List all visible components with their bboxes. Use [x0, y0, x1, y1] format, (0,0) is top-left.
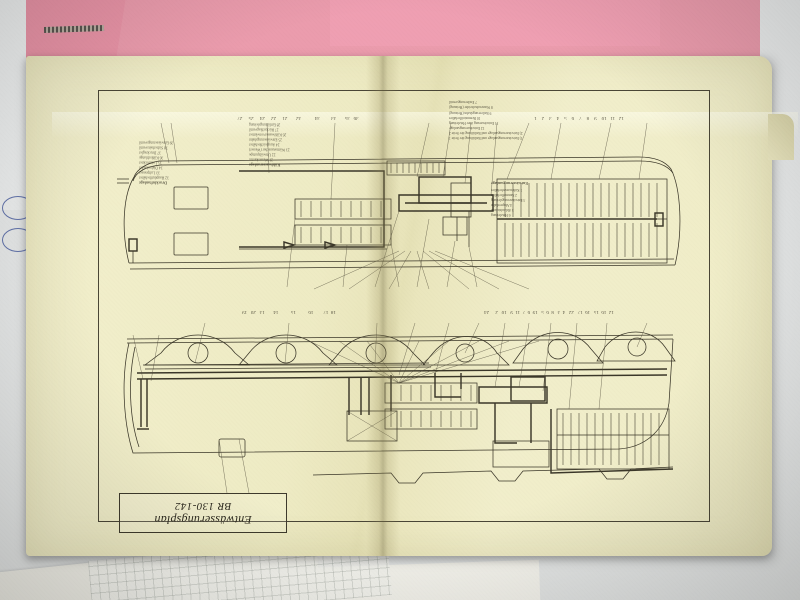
legend-right-heading: Entwässerungsanlage — [491, 181, 528, 187]
legend-right-item: 9 Entleerungshahn (Heizung) — [449, 110, 492, 115]
lower-underframe-view — [123, 250, 676, 494]
drawing-subtitle: BR 130-142 — [174, 500, 232, 513]
cooler-block-lower — [384, 382, 478, 430]
page-corner-fold — [768, 114, 794, 160]
finned-cooler-lower — [550, 408, 674, 474]
legend-entwaesserungsanlage: 1) Entwässerungsanlage und Entlüftung de… — [449, 99, 523, 140]
legend-right-item: 4 Absperrhahn — [491, 203, 513, 208]
legend-mid-item: 21 Wasserkasten — [249, 157, 273, 162]
document-page: 36 35 33 34 32 21 22 24 25 27 12 — [26, 56, 798, 556]
legend-right-item: 2 Sammelbehälter — [491, 192, 518, 197]
legend-mid-item: 22 Umwälzpumpe — [249, 152, 276, 157]
legend-mid-item: 28 Entlüftungsleitung — [249, 122, 281, 127]
callout-row-lower-right: 12 16 15 16 17 22 4 3 8 6 5 19 6 7 11 — [484, 309, 614, 314]
upper-elevation-view — [117, 122, 681, 288]
legend-kuehlwasseranlage: Kühlwasseranlage 21 Wasserkasten 22 Umwä… — [249, 121, 290, 167]
legend-left-item: 34 Ölabscheider — [139, 165, 163, 170]
machine-room-upper — [398, 176, 494, 247]
technical-drawing — [117, 122, 681, 494]
bogie-group — [142, 331, 676, 370]
callout-row-upper-left: 36 35 33 34 32 21 22 24 25 27 — [237, 115, 359, 120]
legend-note: 2) Entwässerungsanlage und Entlüftung de… — [449, 130, 523, 135]
legend-left-item: 38 Sicherheitsventil — [139, 145, 168, 150]
legend-mid-item: 25 Entwässerungshahn — [249, 137, 283, 142]
book-spine-fold — [366, 56, 400, 556]
legend-right-item: 6 Heizleitung — [491, 213, 511, 218]
page-top-highlight — [52, 112, 798, 138]
legend-entwaesserungsanlage-sub: 6 Heizleitung 5 Ablaufstutzen 4 Absperrh… — [491, 181, 528, 218]
legend-right-item: 5 Ablaufstutzen — [491, 208, 514, 213]
drawing-title: Entwässerungsplan — [154, 513, 252, 528]
legend-mid-heading: Kühlwasseranlage — [249, 162, 281, 168]
legend-right-item: 10 Brennstoffbehälter — [449, 115, 481, 120]
cooler-block-upper — [294, 198, 392, 246]
machine-room-lower — [478, 376, 550, 468]
legend-right-item: 8 Wasserabscheider (Heizung) — [449, 105, 493, 110]
legend-left-item: 37 Druckregler — [139, 150, 161, 155]
title-block: Entwässerungsplan BR 130-142 — [119, 493, 287, 533]
white-margin-left — [0, 0, 26, 210]
legend-right-item: 3 Entwässerungsleitung — [491, 197, 526, 202]
legend-left-item: 35 Lufttrockner — [139, 160, 162, 165]
legend-druckluftanlage: Druckluftanlage 32 Hauptluftbehälter 33 … — [139, 139, 173, 185]
legend-right-item: 1 Kühlwasserbehälter — [491, 187, 523, 192]
legend-right-item: 11 Entwässerung über Heizleitung — [449, 120, 499, 125]
legend-mid-item: 23 Wärmetauscher (Wasser) — [249, 147, 290, 152]
legend-left-heading: Druckluftanlage — [139, 180, 167, 186]
legend-left-item: 39 Entwässerungsventil — [139, 140, 174, 145]
legend-left-item: 36 Kühlschlange — [139, 155, 164, 160]
legend-note: 1) Entwässerungsanlage und Entlüftung de… — [449, 135, 523, 140]
pink-sheet-top — [330, 0, 660, 46]
legend-mid-item: 26 Kühlwasservorwärmer — [249, 132, 287, 137]
drawing-border-frame: 36 35 33 34 32 21 22 24 25 27 12 — [98, 90, 710, 533]
legend-left-item: 32 Hauptluftbehälter — [139, 175, 169, 180]
